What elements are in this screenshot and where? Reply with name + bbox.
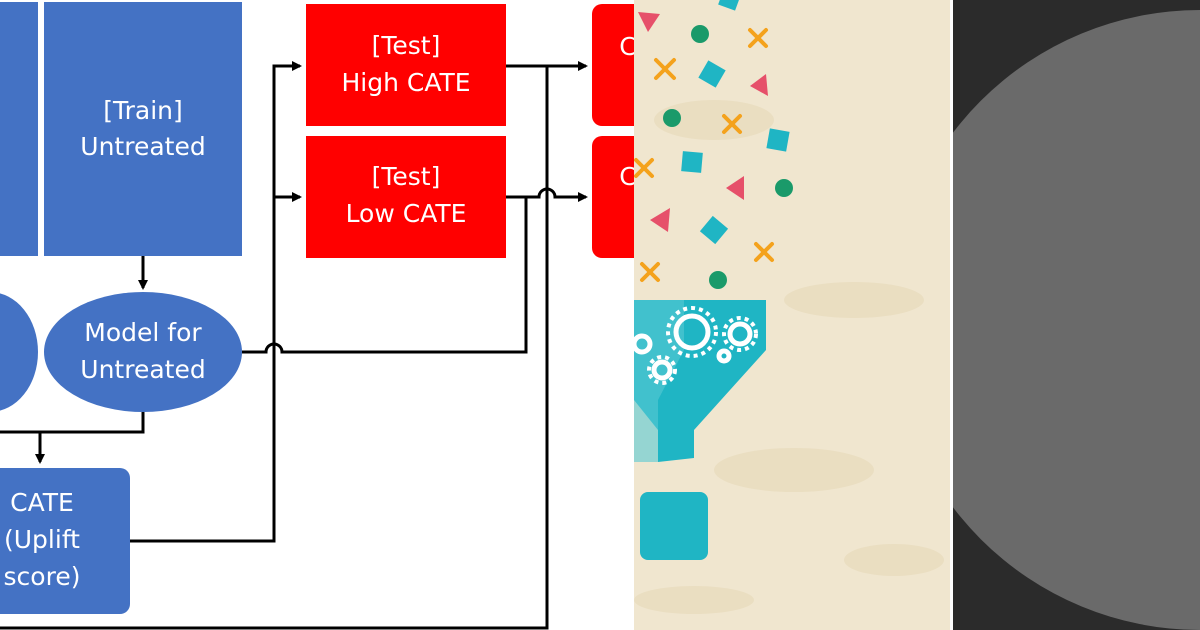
cross-icon [640, 262, 660, 282]
output-box-top [592, 4, 634, 126]
uplift-flow-diagram: [Train] Untreated Model for Untreated CA… [0, 2, 634, 630]
test-high-cate-box [306, 4, 506, 126]
paper-texture [634, 100, 944, 614]
cross-icon [722, 114, 742, 134]
triangle-icon [726, 176, 744, 200]
train-untreated-line1: [Train] [103, 96, 183, 125]
placeholder-graphic [950, 0, 1200, 630]
output-box-bottom-text: C [619, 162, 634, 191]
cross-icon [634, 158, 654, 178]
data-funnel-illustration [634, 0, 944, 614]
connector-model-to-cate [0, 412, 145, 434]
cross-icon [748, 28, 768, 48]
model-untreated-ellipse [44, 292, 242, 412]
funnel-icon [634, 300, 766, 462]
output-box-top-text: C [619, 32, 634, 61]
cate-box [0, 468, 130, 614]
test-low-line1: [Test] [372, 162, 441, 191]
connector-model-to-right [242, 197, 528, 354]
triangle-icon [750, 74, 768, 96]
test-high-line1: [Test] [372, 31, 441, 60]
panel-divider [950, 0, 953, 630]
output-data-square [640, 492, 708, 560]
model-treated-ellipse-partial [0, 293, 38, 411]
dark-placeholder-panel [950, 0, 1200, 630]
train-treated-box-partial [0, 2, 38, 256]
connector-bottom-to-right [0, 66, 549, 630]
data-funnel-illustration-panel [634, 0, 950, 630]
dot-icon [775, 179, 793, 197]
square-icon [766, 128, 790, 152]
dot-icon [663, 109, 681, 127]
square-icon [681, 151, 703, 173]
triangle-icon [650, 208, 670, 232]
arrow-cate-to-test-high [130, 61, 302, 543]
gears-icon [634, 313, 753, 381]
test-low-line2: Low CATE [346, 199, 467, 228]
square-icon [698, 60, 726, 88]
cross-icon [654, 58, 676, 80]
triangle-icon [638, 12, 660, 32]
cate-line3: score) [4, 562, 81, 591]
arrow-test-low-to-output [506, 187, 588, 202]
confetti-shapes [634, 0, 793, 289]
model-untreated-line1: Model for [84, 318, 202, 347]
uplift-diagram-panel: [Train] Untreated Model for Untreated CA… [0, 0, 634, 630]
dot-icon [709, 271, 727, 289]
test-low-cate-box [306, 136, 506, 258]
test-high-line2: High CATE [341, 68, 470, 97]
cate-line2: (Uplift [4, 525, 80, 554]
square-icon [699, 215, 729, 245]
model-untreated-line2: Untreated [80, 355, 205, 384]
train-untreated-line2: Untreated [80, 132, 205, 161]
train-untreated-box [44, 2, 242, 256]
cate-line1: CATE [10, 488, 74, 517]
cross-icon [754, 242, 774, 262]
dot-icon [691, 25, 709, 43]
gray-circle [950, 10, 1200, 630]
output-box-bottom [592, 136, 634, 258]
square-icon [718, 0, 740, 11]
